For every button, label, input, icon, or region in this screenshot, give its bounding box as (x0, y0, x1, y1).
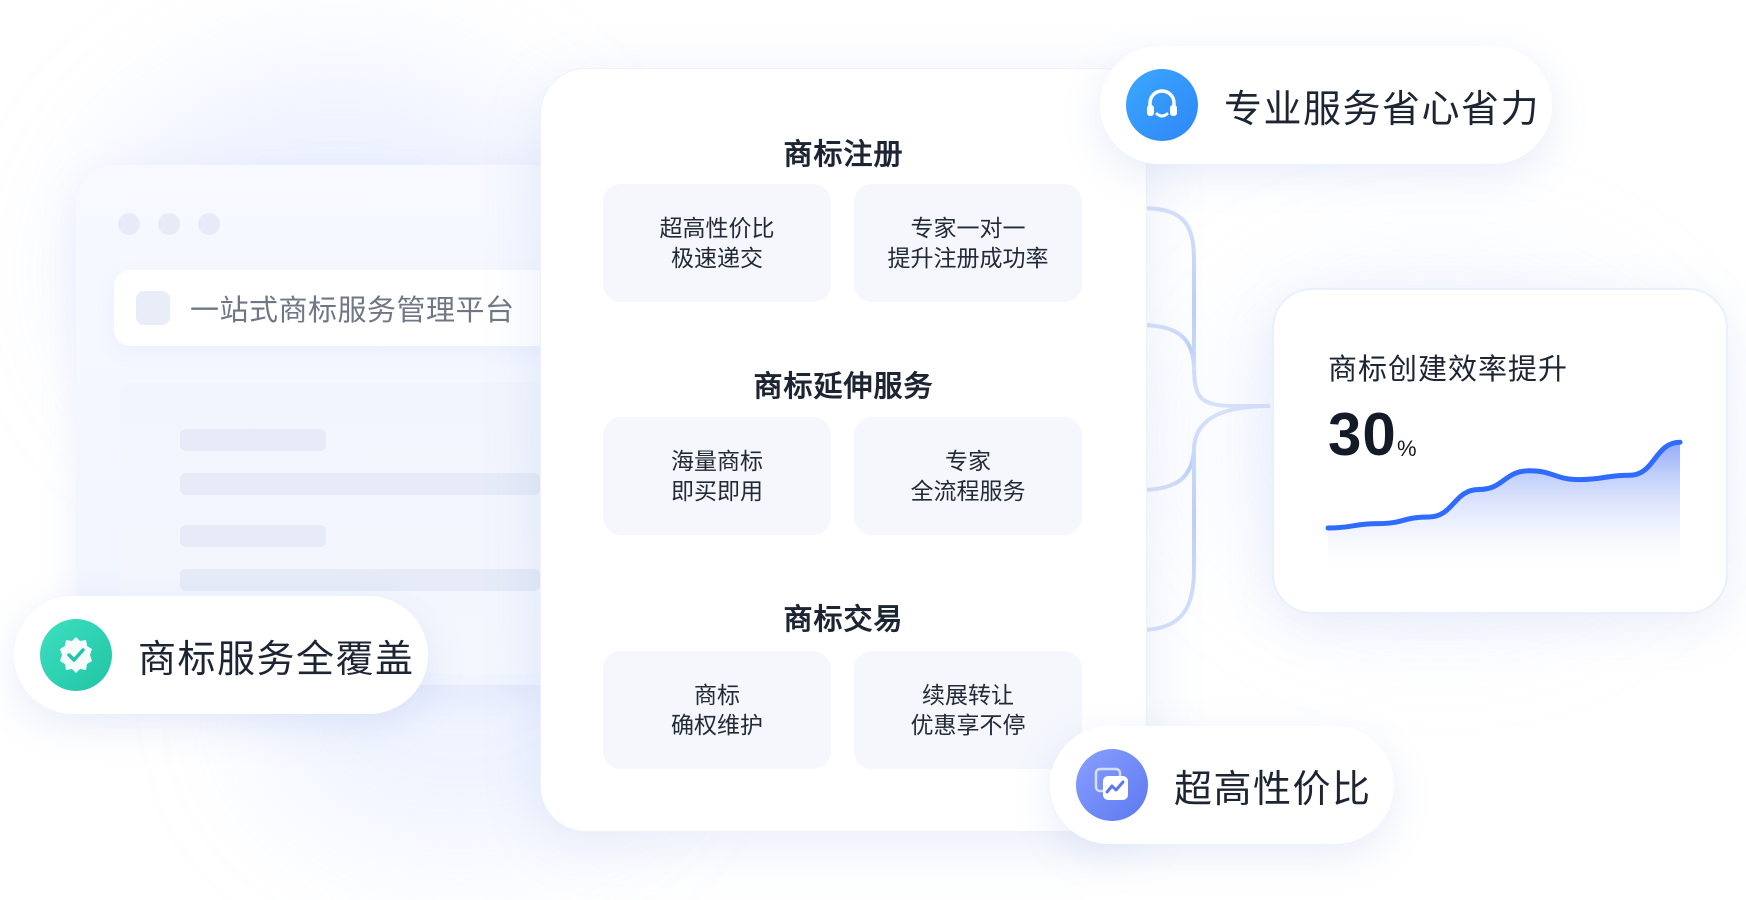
pill-label: 超高性价比 (1174, 768, 1372, 811)
connector-lines (1140, 206, 1271, 632)
feature-card[interactable]: 专家一对一 提升注册成功率 (854, 184, 1082, 302)
efficiency-trend-chart (1325, 439, 1683, 580)
feature-card[interactable]: 专家 全流程服务 (854, 417, 1082, 535)
skeleton-line (180, 525, 326, 547)
feature-line: 极速递交 (671, 245, 763, 271)
feature-card[interactable]: 续展转让 优惠享不停 (854, 651, 1082, 769)
window-controls (118, 213, 220, 235)
window-dot (118, 213, 140, 235)
feature-line: 全流程服务 (910, 478, 1026, 504)
feature-line: 即买即用 (671, 478, 763, 504)
feature-line: 海量商标 (671, 448, 763, 474)
section-title-trading: 商标交易 (783, 604, 904, 636)
trend-line (1325, 439, 1683, 531)
platform-title-bar: 一站式商标服务管理平台 (114, 270, 584, 346)
pill-professional-service: 专业服务省心省力 (1100, 46, 1552, 164)
verified-badge-icon (40, 619, 112, 691)
skeleton-line (180, 429, 326, 451)
feature-line: 专家 (945, 448, 991, 474)
checkbox-icon (136, 291, 170, 325)
section-title-extension: 商标延伸服务 (753, 371, 934, 403)
feature-card[interactable]: 超高性价比 极速递交 (603, 184, 831, 302)
headset-icon (1126, 69, 1198, 141)
pill-label: 专业服务省心省力 (1224, 88, 1541, 131)
stats-unit: % (1397, 436, 1417, 461)
platform-title: 一站式商标服务管理平台 (190, 295, 515, 327)
skeleton-line (180, 569, 540, 591)
pill-label: 商标服务全覆盖 (138, 638, 415, 681)
skeleton-line (180, 473, 540, 495)
feature-line: 超高性价比 (659, 215, 775, 241)
feature-card[interactable]: 商标 确权维护 (603, 651, 831, 769)
pill-full-coverage: 商标服务全覆盖 (14, 596, 428, 714)
feature-card[interactable]: 海量商标 即买即用 (603, 417, 831, 535)
window-dot (158, 213, 180, 235)
feature-line: 商标 (694, 682, 740, 708)
stats-value: 30 (1328, 401, 1397, 468)
stats-title: 商标创建效率提升 (1328, 354, 1569, 386)
trend-chart-icon (1076, 749, 1148, 821)
pill-cost-effective: 超高性价比 (1050, 726, 1394, 844)
window-dot (198, 213, 220, 235)
feature-line: 续展转让 (922, 682, 1014, 708)
trend-area (1328, 442, 1680, 580)
feature-line: 优惠享不停 (910, 712, 1026, 738)
feature-line: 专家一对一 (910, 215, 1026, 241)
efficiency-stats-card: 商标创建效率提升 30 % (1272, 288, 1728, 614)
feature-line: 确权维护 (671, 712, 763, 738)
section-title-registration: 商标注册 (783, 139, 904, 171)
feature-line: 提升注册成功率 (887, 245, 1049, 271)
service-card: 商标注册 超高性价比 极速递交 专家一对一 提升注册成功率 商标延伸服务 海量商… (540, 68, 1147, 832)
